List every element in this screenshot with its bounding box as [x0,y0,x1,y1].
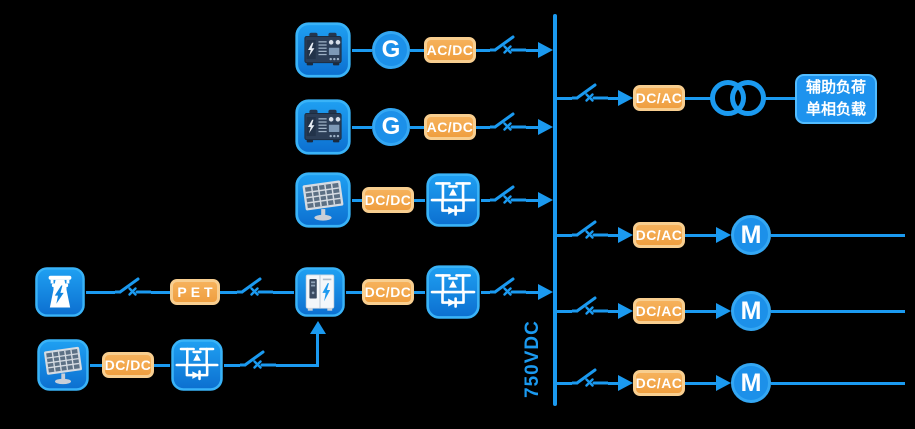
wire [352,125,372,129]
dcdc-converter-box: DC/DC [362,187,414,213]
dc-bus [553,14,557,406]
flow-arrow-icon [310,321,326,334]
flow-arrow-icon [618,227,633,243]
solar-panel-icon [294,171,352,229]
wire [414,290,425,294]
breaker-switch-icon [572,294,608,320]
wire [608,381,618,385]
wire [685,381,716,385]
breaker-switch-icon [490,183,526,209]
wire [273,290,294,294]
generator-node: G [372,108,410,146]
wire [151,290,170,294]
breaker-switch-icon [490,33,526,59]
wire [90,363,102,367]
breaker-switch-icon [572,366,608,392]
wire [771,381,905,385]
dcdc-converter-box: DC/DC [362,279,414,305]
wire [352,48,372,52]
dc-converter-icon [425,264,481,320]
wire [346,290,362,294]
breaker-switch-icon [237,275,273,301]
breaker-switch-icon [490,275,526,301]
motor-label: M [740,368,762,397]
diesel-generator-icon [294,21,352,79]
acdc-converter-box: AC/DC [424,37,476,63]
wire [316,333,319,364]
wire [86,290,115,294]
wire [220,290,237,294]
wire [685,233,716,237]
wire [771,309,905,313]
breaker-switch-icon [572,218,608,244]
generator-label: G [381,113,401,140]
flow-arrow-icon [716,227,731,243]
motor-node: M [731,363,771,403]
wire [476,48,490,52]
breaker-switch-icon [240,348,276,374]
wire [410,48,424,52]
wire [526,125,538,129]
wire [608,309,618,313]
flow-arrow-icon [716,375,731,391]
power-cabinet-icon [294,266,346,318]
wire [685,309,716,313]
breaker-switch-icon [572,81,608,107]
dcac-converter-box: DC/AC [633,370,685,396]
wire [526,290,538,294]
wire [476,125,490,129]
wire [557,381,572,385]
wire [154,363,170,367]
pet-transformer-box: PET [170,279,220,305]
wire [685,96,712,100]
motor-label: M [740,220,762,249]
wire [557,96,572,100]
flow-arrow-icon [618,303,633,319]
wire [276,363,319,367]
generator-node: G [372,31,410,69]
flow-arrow-icon [538,192,553,208]
flow-arrow-icon [716,303,731,319]
dc-converter-icon [170,338,224,392]
wire [608,233,618,237]
breaker-switch-icon [115,275,151,301]
motor-node: M [731,215,771,255]
diesel-generator-icon [294,98,352,156]
wire [224,363,240,367]
wire [557,233,572,237]
bus-voltage-label: 750VDC [522,320,543,398]
dcac-converter-box: DC/AC [633,222,685,248]
motor-node: M [731,291,771,331]
generator-label: G [381,36,401,63]
wire [481,198,490,202]
wire [526,48,538,52]
wire [352,198,362,202]
breaker-switch-icon [490,110,526,136]
flow-arrow-icon [618,375,633,391]
aux-load-box: 辅助负荷 单相负载 [795,74,877,124]
solar-panel-icon [36,338,90,392]
aux-load-line1: 辅助负荷 [805,79,866,97]
wire [410,125,424,129]
wire [481,290,490,294]
isolation-transformer-icon [707,77,769,119]
dcac-converter-box: DC/AC [633,85,685,111]
flow-arrow-icon [618,90,633,106]
aux-load-line2: 单相负载 [805,101,866,118]
wire [771,233,905,237]
grid-tower-icon [34,266,86,318]
motor-label: M [740,296,762,325]
wire [414,198,425,202]
wire [526,198,538,202]
flow-arrow-icon [538,284,553,300]
wire [764,96,795,100]
dc-converter-icon [425,172,481,228]
flow-arrow-icon [538,42,553,58]
dcdc-converter-box: DC/DC [102,352,154,378]
acdc-converter-box: AC/DC [424,114,476,140]
wire [557,309,572,313]
wire [608,96,618,100]
dcac-converter-box: DC/AC [633,298,685,324]
flow-arrow-icon [538,119,553,135]
